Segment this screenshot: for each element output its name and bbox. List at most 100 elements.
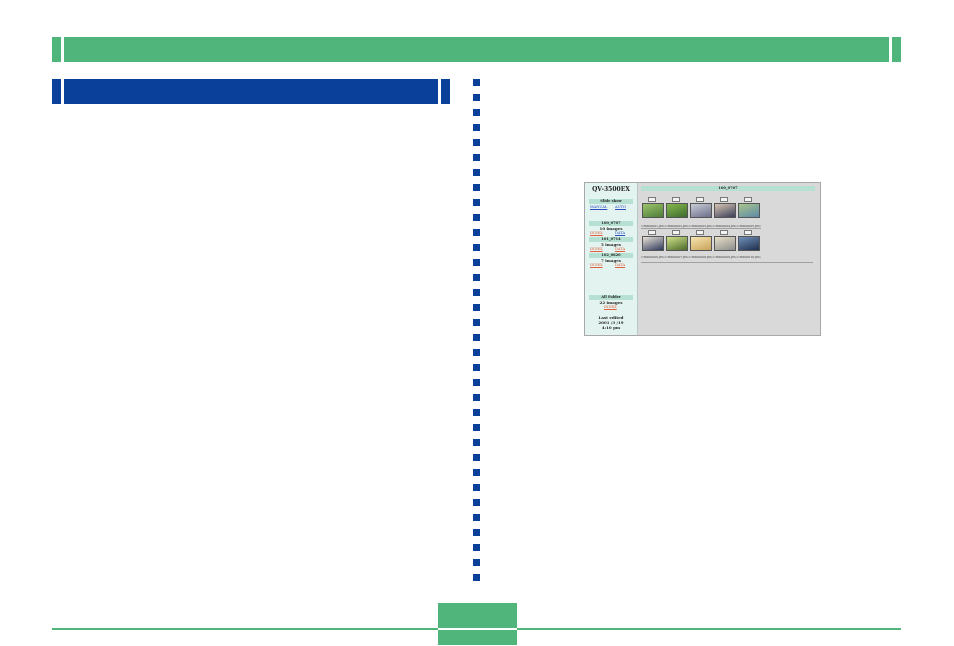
camera-icon xyxy=(672,230,680,235)
landscape-icon xyxy=(696,230,704,235)
thumbnail-image[interactable] xyxy=(666,236,688,251)
divider-dot xyxy=(473,574,480,581)
divider-dot xyxy=(473,244,480,251)
slide-show-header: Slide show xyxy=(589,199,633,204)
thumbnail-filename: CIMG0003.JPG xyxy=(689,224,713,228)
header-band-divider xyxy=(889,37,892,62)
folder-index-link[interactable]: INDEX xyxy=(590,247,603,251)
thumbnail-image[interactable] xyxy=(690,236,712,251)
divider-dot xyxy=(473,439,480,446)
divider-dot xyxy=(473,454,480,461)
thumbnail-filename: CIMG0008.JPG xyxy=(689,255,713,259)
divider-dot xyxy=(473,424,480,431)
row-separator xyxy=(641,228,761,229)
divider-dot xyxy=(473,109,480,116)
camera-icon xyxy=(648,230,656,235)
camera-icon xyxy=(720,230,728,235)
divider-dot xyxy=(473,169,480,176)
section-bar-divider xyxy=(438,79,441,104)
thumbnail-image[interactable] xyxy=(738,236,760,251)
divider-dot xyxy=(473,274,480,281)
header-band xyxy=(52,37,901,62)
divider-dot xyxy=(473,334,480,341)
thumbnail-filename: CIMG0010.JPG xyxy=(737,255,761,259)
folder-data-link[interactable]: DATA xyxy=(615,231,626,235)
divider-dot xyxy=(473,364,480,371)
thumbnail-image[interactable] xyxy=(642,236,664,251)
last-edited-time: 4:10 pm xyxy=(601,325,621,330)
folder-index-link[interactable]: INDEX xyxy=(590,231,603,235)
thumbnail-filename: CIMG0006.JPG xyxy=(641,255,665,259)
folder-count: 7 images xyxy=(600,258,622,263)
folder-header: 101_0714 xyxy=(589,237,633,242)
all-folder-header: All Folder xyxy=(589,295,633,300)
divider-dot xyxy=(473,229,480,236)
divider-dot xyxy=(473,214,480,221)
divider-dot xyxy=(473,154,480,161)
divider-dot xyxy=(473,199,480,206)
manual-link[interactable]: MANUAL xyxy=(590,205,608,209)
camera-icon xyxy=(648,197,656,202)
folder-count: 10 images xyxy=(599,226,623,231)
thumbnail-filename: CIMG0001.JPG xyxy=(641,224,665,228)
divider-dot xyxy=(473,259,480,266)
thumbnail-filename: CIMG0007.JPG xyxy=(665,255,689,259)
folder-header: 100_0707 xyxy=(589,221,633,226)
row-separator xyxy=(641,262,813,263)
last-edited-label: Last edited xyxy=(598,315,624,320)
divider-dot xyxy=(473,529,480,536)
thumbnail-filename: CIMG0004.JPG xyxy=(713,224,737,228)
thumbnail-image[interactable] xyxy=(690,203,712,218)
divider-dot xyxy=(473,94,480,101)
auto-link[interactable]: AUTO xyxy=(615,205,626,209)
page-tab-divider xyxy=(438,628,517,630)
thumbnail-filename: CIMG0002.JPG xyxy=(665,224,689,228)
divider-dot xyxy=(473,409,480,416)
divider-dot xyxy=(473,79,480,86)
thumbnail-image[interactable] xyxy=(738,203,760,218)
divider-dot xyxy=(473,394,480,401)
page-number-tab xyxy=(438,603,517,645)
thumbnail-image[interactable] xyxy=(642,203,664,218)
face-icon xyxy=(720,197,728,202)
moon-icon xyxy=(744,230,752,235)
divider-dot xyxy=(473,499,480,506)
divider-dot xyxy=(473,184,480,191)
camera-icon xyxy=(672,197,680,202)
browser-screenshot: QV-3500EX Slide show MANUAL AUTO 100_070… xyxy=(584,182,821,336)
last-edited-date: 2001 /3 /19 xyxy=(598,320,624,325)
divider-dot xyxy=(473,124,480,131)
section-bar-divider xyxy=(61,79,64,104)
divider-dot xyxy=(473,349,480,356)
divider-dot xyxy=(473,379,480,386)
screenshot-sidebar: QV-3500EX Slide show MANUAL AUTO 100_070… xyxy=(585,183,638,335)
thumbnail-image[interactable] xyxy=(666,203,688,218)
folder-header: 102_0820 xyxy=(589,253,633,258)
divider-dot xyxy=(473,484,480,491)
all-folder-index-link[interactable]: INDEX xyxy=(604,305,617,309)
divider-dot xyxy=(473,319,480,326)
current-folder-header: 100_0707 xyxy=(641,186,815,191)
all-folder-count: 22 images xyxy=(599,300,623,305)
folder-data-link[interactable]: DATA xyxy=(615,263,626,267)
camera-model: QV-3500EX xyxy=(592,186,630,193)
divider-dot xyxy=(473,304,480,311)
header-band-divider xyxy=(61,37,64,62)
divider-dot xyxy=(473,469,480,476)
face-icon xyxy=(696,197,704,202)
divider-dot xyxy=(473,559,480,566)
folder-index-link[interactable]: INDEX xyxy=(590,263,603,267)
folder-data-link[interactable]: DATA xyxy=(615,247,626,251)
thumbnail-image[interactable] xyxy=(714,236,736,251)
camera-icon xyxy=(744,197,752,202)
divider-dot xyxy=(473,514,480,521)
divider-dot xyxy=(473,139,480,146)
divider-dot xyxy=(473,289,480,296)
thumbnail-filename: CIMG0005.JPG xyxy=(737,224,761,228)
thumbnail-image[interactable] xyxy=(714,203,736,218)
folder-count: 5 images xyxy=(600,242,622,247)
thumbnail-filename: CIMG0009.JPG xyxy=(713,255,737,259)
section-header-bar xyxy=(52,79,450,104)
divider-dot xyxy=(473,544,480,551)
